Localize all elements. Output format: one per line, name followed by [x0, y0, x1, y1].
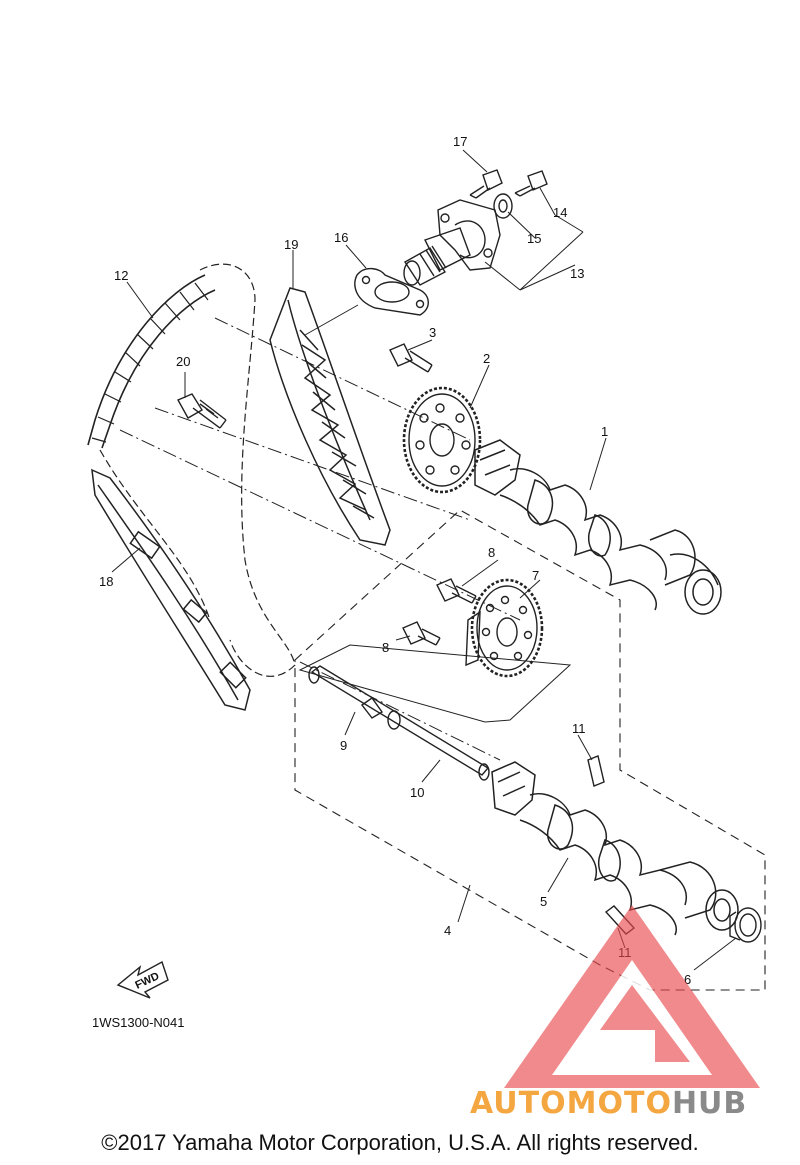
label-18: 18 — [99, 574, 113, 589]
decompression-part-9 — [360, 697, 401, 730]
tensioner-guide-18 — [91, 468, 251, 711]
center-lines — [119, 317, 521, 761]
label-8-upper: 8 — [488, 545, 495, 560]
sprocket-2 — [402, 386, 482, 494]
watermark-brand: AUTOMOTOHUB — [470, 1086, 747, 1121]
label-6: 6 — [684, 972, 691, 987]
sprocket-7 — [465, 578, 544, 678]
camshaft-1 — [474, 439, 722, 615]
label-3: 3 — [429, 325, 436, 340]
label-5: 5 — [540, 894, 547, 909]
watermark-brand-part2: HUB — [672, 1086, 747, 1121]
gasket-16 — [354, 267, 429, 316]
assembly-4-boundary — [294, 509, 766, 991]
tensioner-assembly-13 — [403, 199, 501, 286]
label-14: 14 — [553, 205, 567, 220]
label-16: 16 — [334, 230, 348, 245]
copyright-notice: ©2017 Yamaha Motor Corporation, U.S.A. A… — [101, 1130, 699, 1155]
label-17: 17 — [453, 134, 467, 149]
label-1: 1 — [601, 424, 608, 439]
bolt-3 — [389, 343, 433, 373]
bolt-17 — [469, 169, 503, 199]
watermark-brand-part1: AUTOMOTO — [470, 1086, 672, 1121]
fwd-arrow-icon: FWD — [116, 960, 169, 999]
bearing-6 — [729, 907, 762, 943]
bolt-8-upper — [436, 578, 477, 604]
part-labels: 1 2 3 4 5 6 7 8 8 9 10 11 11 12 13 14 15… — [99, 134, 691, 987]
chain-guide-19 — [269, 287, 391, 546]
label-8-lower: 8 — [382, 640, 389, 655]
label-19: 19 — [284, 237, 298, 252]
label-9: 9 — [340, 738, 347, 753]
automotohub-logo — [504, 905, 760, 1088]
label-4: 4 — [444, 923, 451, 938]
label-10: 10 — [410, 785, 424, 800]
timing-chain-12 — [87, 274, 216, 449]
decompression-shaft-10 — [308, 665, 490, 781]
label-12: 12 — [114, 268, 128, 283]
diagram-code: 1WS1300-N041 — [92, 1015, 185, 1030]
camshaft-5 — [491, 761, 739, 936]
label-2: 2 — [483, 351, 490, 366]
pin-11-upper — [587, 755, 605, 787]
label-13: 13 — [570, 266, 584, 281]
bolt-14 — [514, 170, 548, 197]
washer-15 — [493, 193, 513, 219]
label-15: 15 — [527, 231, 541, 246]
label-20: 20 — [176, 354, 190, 369]
label-7: 7 — [532, 568, 539, 583]
label-11-upper: 11 — [572, 721, 586, 736]
bolt-8-lower — [402, 621, 441, 646]
timing-chain-loop — [99, 263, 296, 677]
leader-lines — [111, 149, 737, 971]
bolt-20 — [177, 393, 227, 429]
sprocket-7-box — [298, 644, 572, 723]
